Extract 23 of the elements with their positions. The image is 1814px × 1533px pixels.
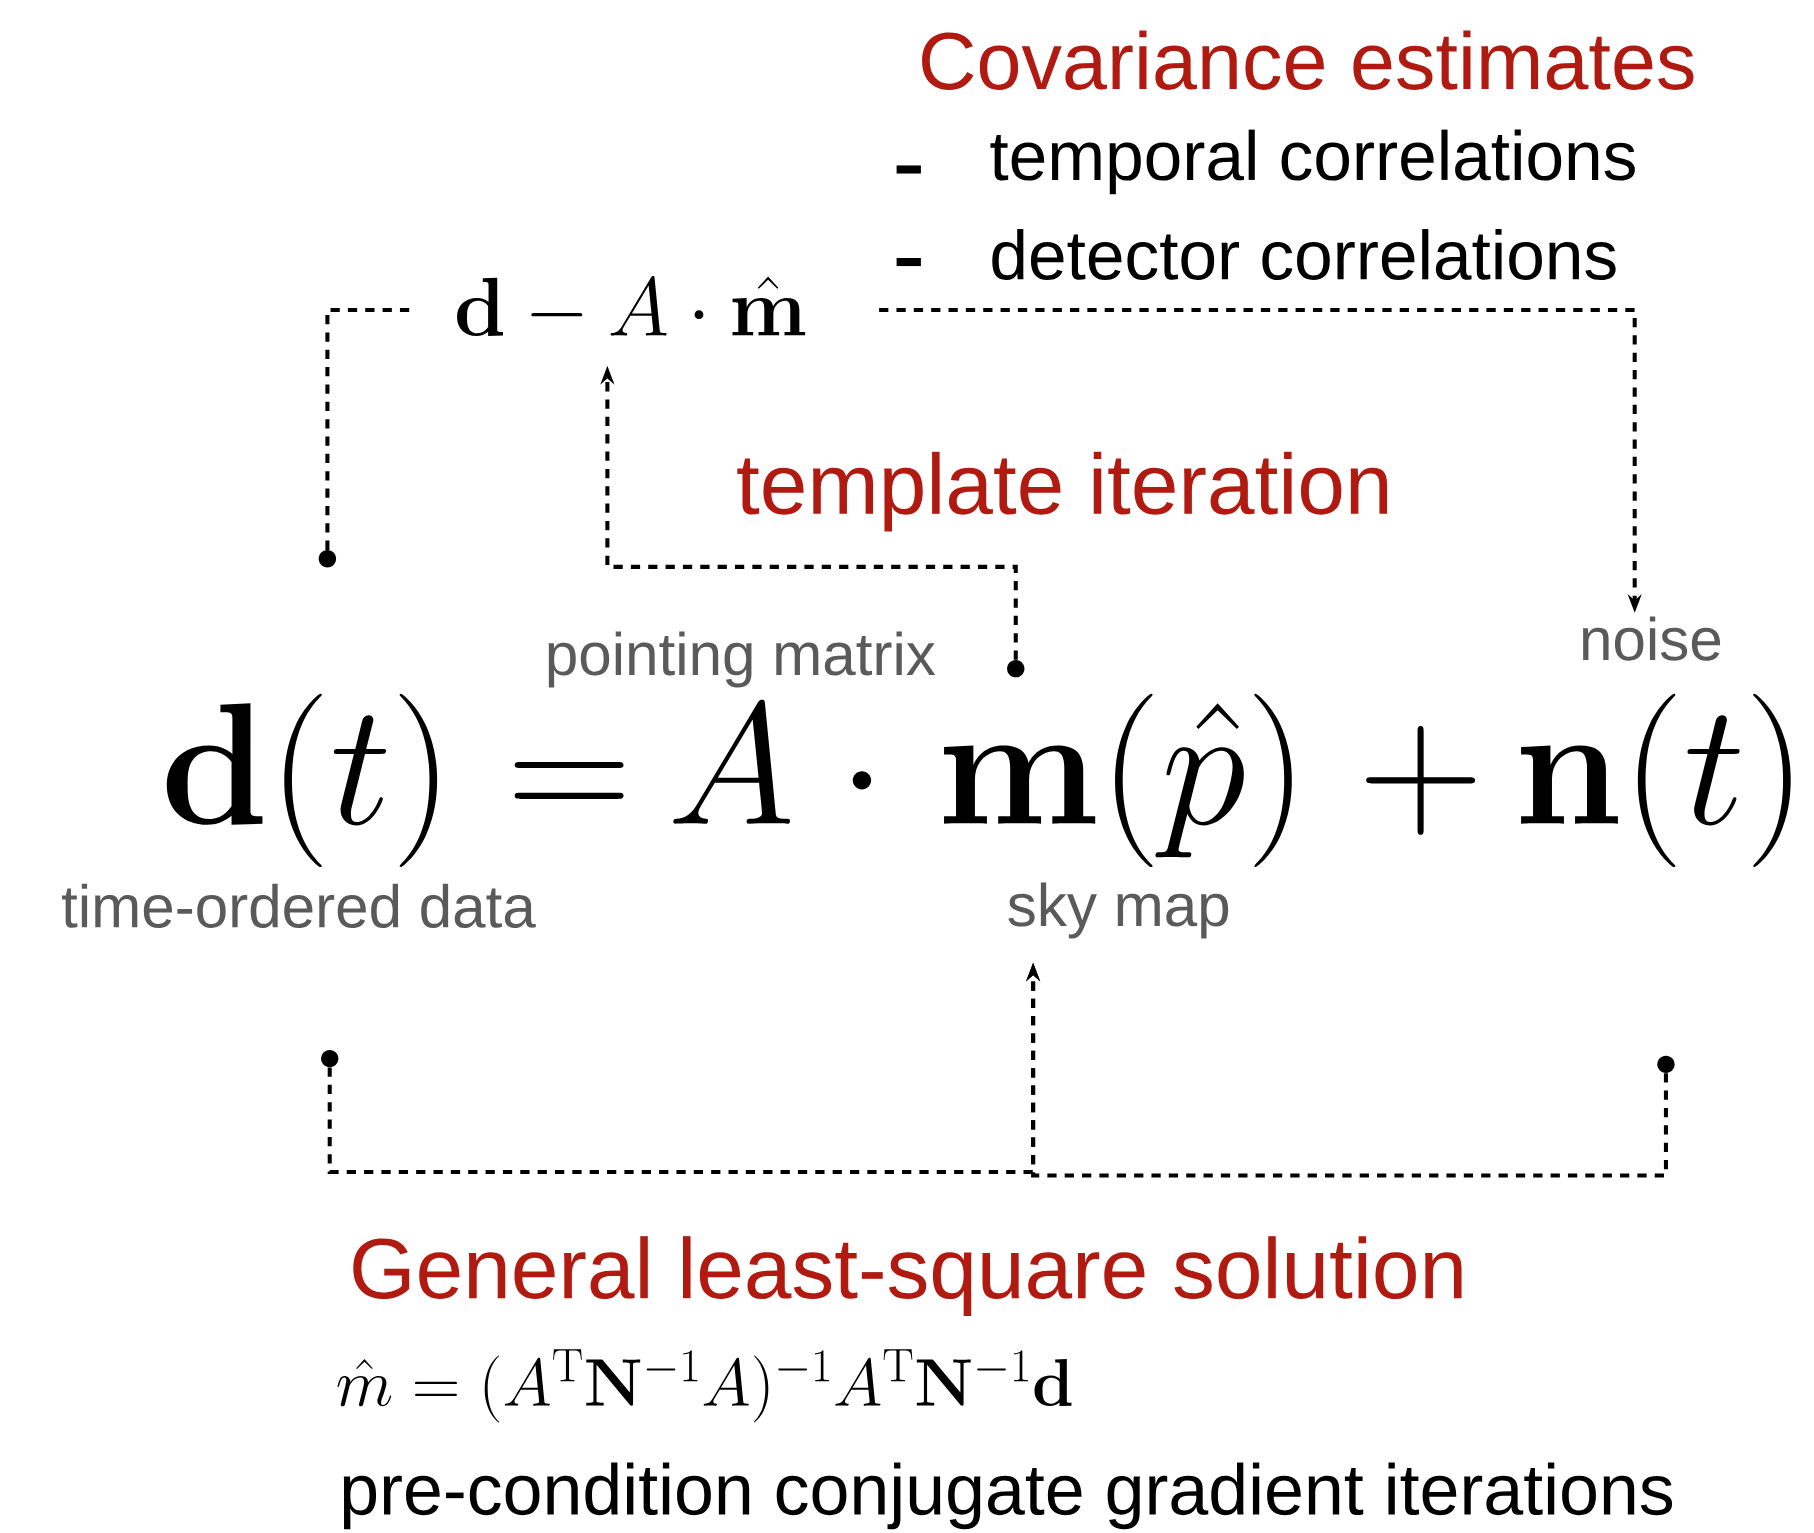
term-caption: noise (1583, 616, 1721, 661)
dot (318, 550, 337, 568)
section-heading: Covariance estimates (922, 30, 1694, 90)
equation-operator: $+$ (1366, 726, 1475, 835)
equation-term: $\mathbf{n}(t)$ (1521, 693, 1791, 868)
equation-operator: $\cdot$ (852, 771, 872, 790)
formula: $\mathbf{d} - A \cdot \hat{\mathbf{m}}$ (457, 276, 806, 337)
edge-label: template iteration (733, 449, 1395, 534)
term-caption: time-ordered data (61, 883, 536, 928)
equation-operator: $=$ (514, 762, 624, 799)
dot (1657, 1055, 1675, 1074)
formula: $\hat{m} = (A^{\mathrm{T}}\mathbf{N}^{-1}A)^{-1}A^{\mathrm{T}}\mathbf{N}^{-1}\mathbf{d}$ (337, 1349, 1072, 1423)
term-caption: pointing matrix (548, 631, 936, 688)
list-item: temporal correlations (990, 129, 1635, 195)
dot (321, 1049, 339, 1068)
equation-term: $\mathbf{m}(\hat{p})$ (944, 693, 1292, 868)
equation-term: $A$ (673, 699, 790, 824)
term-caption: sky map (1008, 882, 1229, 939)
equation-term: $\mathbf{d}(t)$ (166, 693, 438, 868)
list-item: detector correlations (992, 229, 1616, 281)
note-text: pre-condition conjugate gradient iterations (343, 1462, 1673, 1530)
dot (1007, 660, 1025, 678)
section-heading: General least-square solution (353, 1236, 1462, 1316)
